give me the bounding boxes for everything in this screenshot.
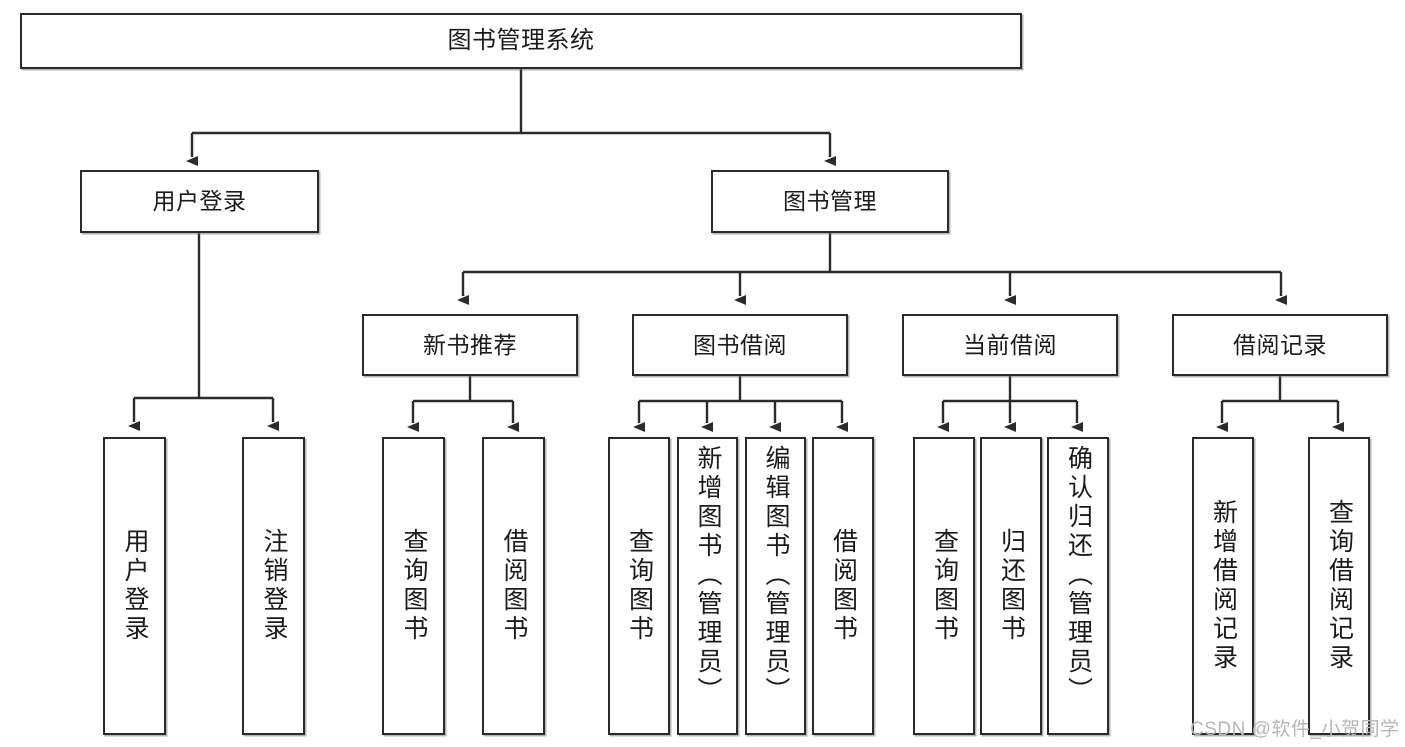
node-label: 当前借阅 xyxy=(963,331,1057,358)
node-current-borrow[interactable]: 当前借阅 xyxy=(902,314,1118,376)
node-label: 归还图书 xyxy=(997,528,1026,644)
node-book-borrow[interactable]: 图书借阅 xyxy=(632,314,848,376)
node-label: 借阅图书 xyxy=(829,528,858,644)
node-label: 注销登录 xyxy=(260,528,288,644)
node-leaf-borrow-book-1[interactable]: 借阅图书 xyxy=(482,437,545,735)
node-root-book-management-system[interactable]: 图书管理系统 xyxy=(20,13,1022,69)
node-label: 新增图书（管理员） xyxy=(694,445,722,706)
node-label: 确认归还（管理员） xyxy=(1064,445,1093,706)
node-leaf-query-book-2[interactable]: 查询图书 xyxy=(608,437,670,735)
node-label: 借阅记录 xyxy=(1233,331,1327,358)
node-label: 新书推荐 xyxy=(423,331,517,358)
node-user-login[interactable]: 用户登录 xyxy=(80,170,319,233)
node-label: 编辑图书（管理员） xyxy=(762,445,790,706)
node-label: 借阅图书 xyxy=(500,528,528,644)
csdn-watermark: CSDN @软件_小贺同学 xyxy=(1190,719,1400,740)
node-leaf-query-book-1[interactable]: 查询图书 xyxy=(382,437,445,735)
node-label: 用户登录 xyxy=(152,188,247,215)
node-borrow-record[interactable]: 借阅记录 xyxy=(1172,314,1388,376)
node-label: 图书管理系统 xyxy=(447,27,595,55)
node-label: 图书借阅 xyxy=(693,331,787,358)
node-label: 图书管理 xyxy=(783,188,877,215)
node-leaf-return-book[interactable]: 归还图书 xyxy=(980,437,1042,735)
node-label: 用户登录 xyxy=(121,528,149,644)
node-leaf-query-book-3[interactable]: 查询图书 xyxy=(913,437,975,735)
node-leaf-add-book-admin[interactable]: 新增图书（管理员） xyxy=(677,437,738,735)
node-label: 查询图书 xyxy=(625,528,654,644)
node-leaf-edit-book-admin[interactable]: 编辑图书（管理员） xyxy=(745,437,806,735)
node-leaf-confirm-return-admin[interactable]: 确认归还（管理员） xyxy=(1047,437,1109,735)
node-leaf-user-login[interactable]: 用户登录 xyxy=(103,437,166,735)
node-leaf-query-borrow-record[interactable]: 查询借阅记录 xyxy=(1308,437,1370,735)
node-book-management[interactable]: 图书管理 xyxy=(711,170,949,233)
node-new-book-recommend[interactable]: 新书推荐 xyxy=(362,314,578,376)
node-label: 查询图书 xyxy=(930,528,959,644)
node-leaf-logout-login[interactable]: 注销登录 xyxy=(242,437,305,735)
node-label: 查询图书 xyxy=(400,528,428,644)
node-label: 查询借阅记录 xyxy=(1325,499,1354,673)
node-label: 新增借阅记录 xyxy=(1209,499,1238,673)
node-leaf-add-borrow-record[interactable]: 新增借阅记录 xyxy=(1192,437,1254,735)
node-leaf-borrow-book-2[interactable]: 借阅图书 xyxy=(812,437,874,735)
